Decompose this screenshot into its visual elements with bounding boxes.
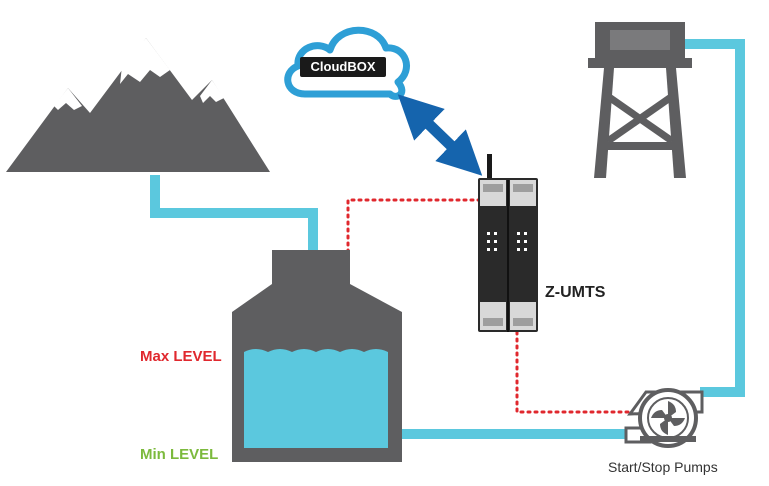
pump-to-tower-pipe	[662, 39, 745, 397]
min-level-label: Min LEVEL	[140, 446, 219, 463]
pipes	[150, 39, 745, 439]
pump-icon	[624, 388, 704, 448]
modem-device-icon	[478, 154, 538, 332]
mountain-to-tank-pipe	[150, 175, 318, 252]
storage-tank-icon	[232, 250, 402, 462]
cloudbox-label: CloudBOX	[300, 57, 386, 77]
mountain-icon	[6, 38, 270, 172]
pump-label: Start/Stop Pumps	[608, 459, 718, 475]
tank-to-device-signal	[346, 198, 482, 254]
signal-lines	[346, 198, 644, 414]
double-arrow-icon	[397, 94, 483, 176]
water-tower-icon	[588, 22, 692, 178]
max-level-label: Max LEVEL	[140, 348, 222, 365]
device-to-pump-signal	[515, 330, 644, 414]
device-label: Z-UMTS	[545, 284, 606, 301]
